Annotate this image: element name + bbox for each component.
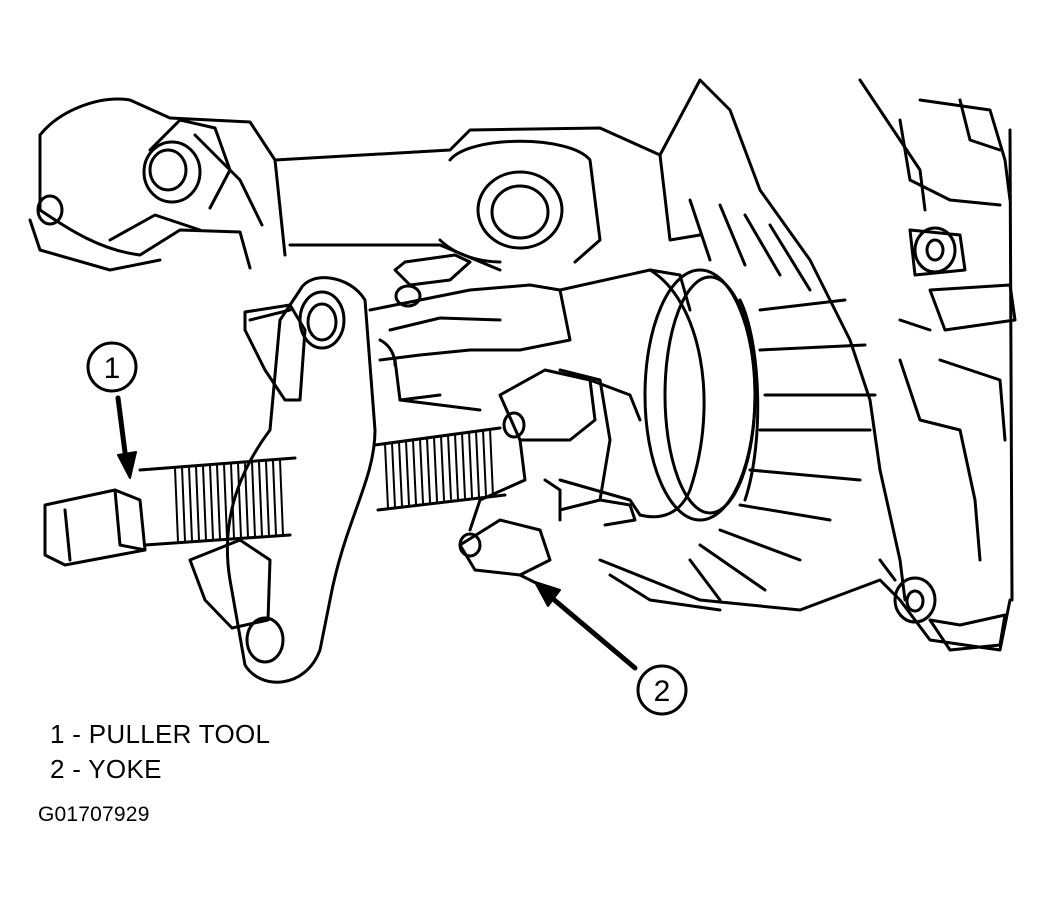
yoke xyxy=(458,368,642,587)
puller-upper-arm xyxy=(368,253,572,412)
callout-1-number: 1 xyxy=(104,352,121,385)
transmission-housing xyxy=(28,78,1017,652)
figure-id: G01707929 xyxy=(38,803,150,826)
puller-flange-plate xyxy=(188,276,377,684)
puller-tool-yoke-illustration: 1 2 xyxy=(28,78,1017,716)
callout-1-leader xyxy=(115,395,129,463)
output-drum xyxy=(558,268,760,522)
legend-item-yoke: 2 - YOKE xyxy=(50,754,162,784)
callout-2-leader xyxy=(549,595,638,671)
callout-2: 2 xyxy=(534,581,688,716)
legend-item-puller-tool: 1 - PULLER TOOL xyxy=(50,719,271,749)
legend: 1 - PULLER TOOL 2 - YOKE xyxy=(50,717,270,787)
callout-1-arrowhead xyxy=(117,451,137,479)
callout-2-arrowhead xyxy=(534,581,561,607)
puller-screw xyxy=(43,426,507,567)
callout-2-number: 2 xyxy=(654,675,671,708)
callout-1: 1 xyxy=(86,341,138,479)
